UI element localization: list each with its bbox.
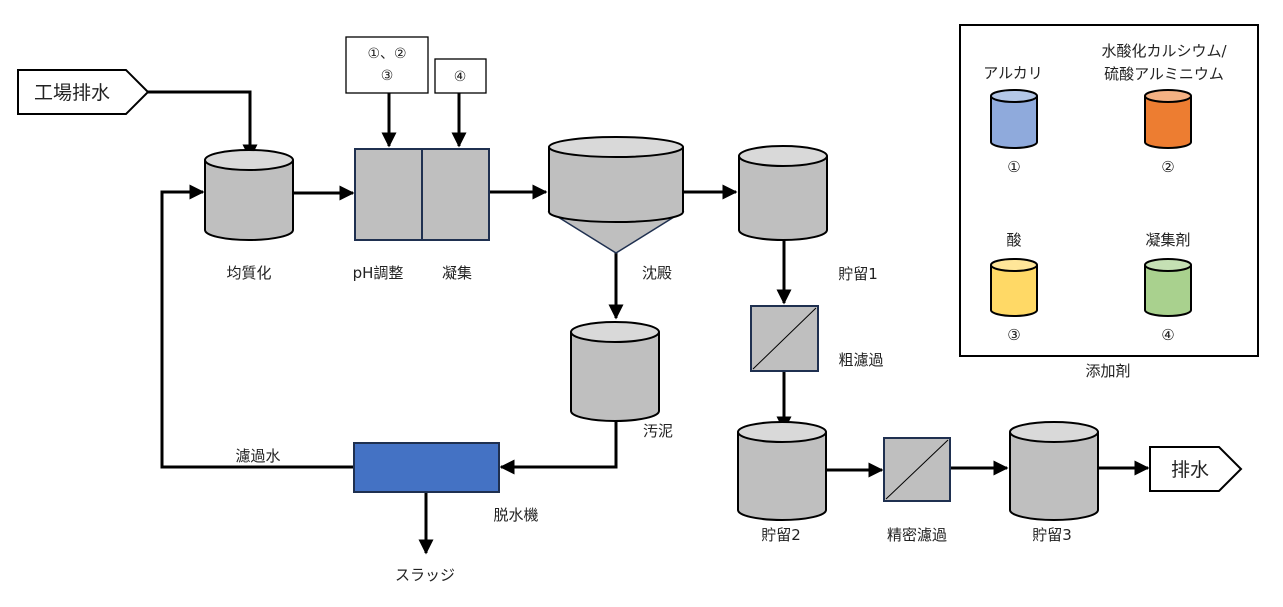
filtrate-label: 濾過水 (235, 447, 280, 465)
ph-additive-note-line1: ①、② (367, 46, 406, 62)
legend-aluminum-label-line2: 硫酸アルミニウム (1104, 65, 1224, 83)
storage2-label: 貯留2 (761, 526, 801, 544)
coagulation-tank[interactable] (421, 148, 490, 241)
factory-wastewater-label: 工場排水 (34, 82, 110, 104)
coagulation-additive-note-text: ④ (454, 69, 467, 85)
storage3-tank[interactable] (1009, 421, 1099, 521)
factory-wastewater-input[interactable]: 工場排水 (17, 69, 150, 115)
flow-sludge-to-dehydrator (499, 420, 618, 475)
legend-coagulant-label: 凝集剤 (1145, 231, 1190, 249)
sludge-label: 汚泥 (643, 422, 673, 440)
storage1-label: 貯留1 (838, 265, 878, 283)
precision-filter[interactable] (883, 437, 951, 502)
ph-additive-note-line2: ③ (381, 68, 394, 84)
legend-item-alkali: アルカリ ① (983, 64, 1042, 176)
legend-coagulant-number: ④ (1161, 326, 1174, 344)
legend-acid-label: 酸 (1006, 231, 1021, 249)
aluminum-cylinder-icon (1144, 89, 1192, 149)
acid-cylinder-icon (990, 258, 1038, 317)
coarse-filtration-label: 粗濾過 (838, 351, 883, 369)
dehydrator-label: 脱水機 (493, 506, 538, 524)
legend-aluminum-number: ② (1161, 158, 1174, 176)
additive-legend: アルカリ ① 水酸化カルシウム/ 硫酸アルミニウム ② 酸 ③ (959, 24, 1259, 357)
ph-additive-note: ①、② ③ (345, 36, 429, 94)
flow-lines (148, 90, 1150, 555)
sedimentation-label: 沈殿 (642, 264, 672, 282)
discharge-label: 排水 (1171, 459, 1209, 481)
legend-acid-number: ③ (1007, 326, 1020, 344)
sludge-tank[interactable] (570, 321, 660, 422)
legend-item-coagulant: 凝集剤 ④ (1144, 231, 1192, 344)
homogenization-tank[interactable] (204, 149, 294, 241)
legend-aluminum-label-line1: 水酸化カルシウム/ (1101, 42, 1227, 60)
legend-title: 添加剤 (1085, 362, 1130, 380)
ph-adjustment-tank[interactable] (354, 148, 423, 241)
legend-alkali-label: アルカリ (983, 64, 1042, 82)
homogenization-label: 均質化 (226, 264, 271, 282)
dehydrator[interactable] (353, 442, 500, 493)
flow-filtrate-return (160, 184, 353, 469)
coarse-filter[interactable] (750, 305, 819, 372)
coagulant-cylinder-icon (1144, 258, 1192, 317)
sludge-out-label: スラッジ (395, 566, 455, 584)
legend-item-acid: 酸 ③ (990, 231, 1038, 344)
sedimentation-tank[interactable] (547, 136, 685, 254)
storage3-label: 貯留3 (1032, 526, 1072, 544)
precision-filtration-label: 精密濾過 (887, 526, 947, 544)
storage2-tank[interactable] (737, 421, 827, 521)
coagulation-additive-note: ④ (434, 58, 487, 94)
alkali-cylinder-icon (990, 89, 1038, 149)
legend-item-aluminum: 水酸化カルシウム/ 硫酸アルミニウム ② (1101, 42, 1227, 176)
discharge-output[interactable]: 排水 (1149, 446, 1243, 492)
storage1-tank[interactable] (738, 145, 828, 241)
legend-alkali-number: ① (1007, 158, 1020, 176)
flow-factory-to-homogenization (148, 90, 258, 160)
ph-adjustment-label: pH調整 (353, 264, 404, 282)
coagulation-label: 凝集 (442, 264, 472, 282)
